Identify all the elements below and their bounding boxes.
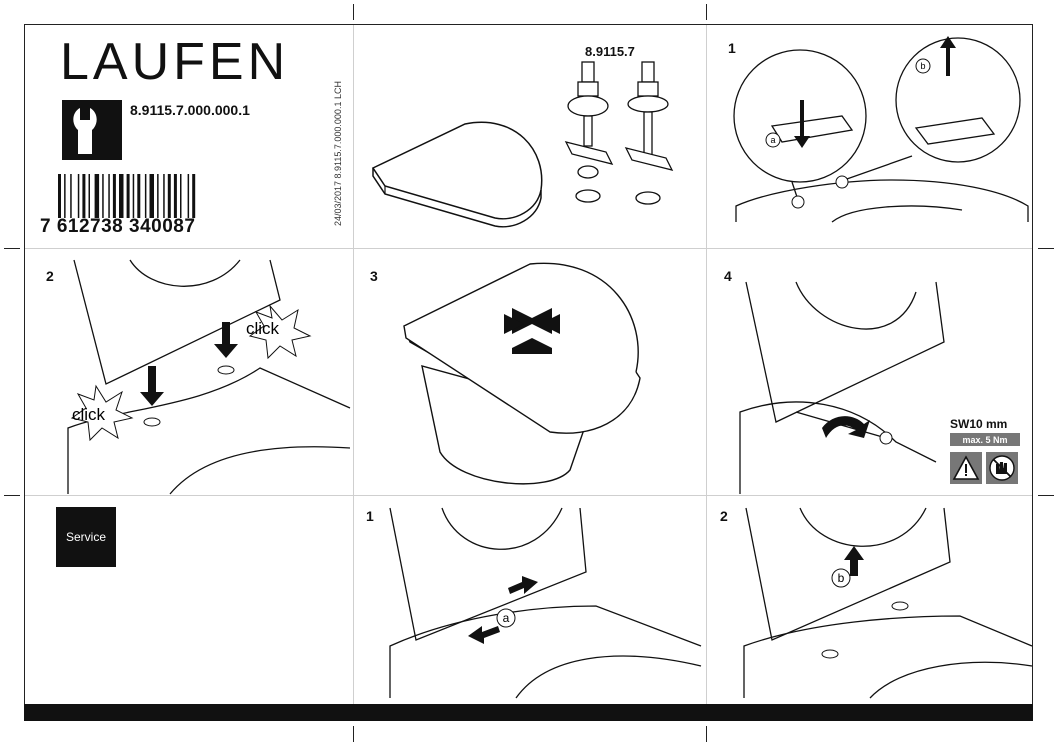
grid-divider <box>706 25 707 704</box>
seat-illustration <box>371 121 543 228</box>
article-number: 8.9115.7.000.000.1 <box>130 102 250 118</box>
crop-mark-left-1 <box>4 248 20 249</box>
wrench-size: SW10 mm <box>950 417 1008 431</box>
part-number: 8.9115.7 <box>585 44 635 59</box>
brand-logo: LAUFEN <box>60 33 290 91</box>
print-code: 24/03/2017 8.9115.7.000.000.1 LCH <box>333 81 343 226</box>
step-number: 4 <box>724 268 732 284</box>
crop-mark-left-2 <box>4 495 20 496</box>
max-torque-badge: max. 5 Nm <box>950 433 1020 446</box>
grid-divider <box>25 248 1032 249</box>
step-number: 2 <box>720 508 728 524</box>
footer-bar <box>24 704 1033 721</box>
barcode-icon <box>58 174 196 218</box>
crop-mark-top-left <box>353 4 354 20</box>
no-gloves-icon <box>986 452 1018 484</box>
step1-install-illustration: a b <box>733 36 1029 223</box>
click-callout: click <box>246 319 280 338</box>
grid-divider <box>25 495 1032 496</box>
service-step1-illustration: a <box>389 507 702 699</box>
grid-divider <box>353 25 354 704</box>
click-callout: click <box>72 405 106 424</box>
crop-mark-bottom-right <box>706 726 707 742</box>
step-number: 1 <box>728 40 736 56</box>
step3-toilet-illustration <box>403 262 641 485</box>
step4-tighten-illustration <box>739 281 945 494</box>
step-number: 2 <box>46 268 54 284</box>
marker-b: b <box>920 61 925 71</box>
wrench-icon <box>62 100 122 160</box>
barcode-number: 7 612738 340087 <box>40 216 196 237</box>
step2-click-illustration: click click <box>67 259 351 495</box>
service-step2-illustration: b <box>743 507 1033 699</box>
hinge-parts-illustration <box>564 61 674 205</box>
crop-mark-right-1 <box>1038 248 1054 249</box>
service-badge: Service <box>56 507 116 567</box>
warning-icon <box>950 452 982 484</box>
crop-mark-top-right <box>706 4 707 20</box>
step-number: 1 <box>366 508 374 524</box>
crop-mark-right-2 <box>1038 495 1054 496</box>
marker-a: a <box>503 611 510 625</box>
step-number: 3 <box>370 268 378 284</box>
crop-mark-bottom-left <box>353 726 354 742</box>
marker-b: b <box>838 571 845 585</box>
marker-a: a <box>770 135 775 145</box>
